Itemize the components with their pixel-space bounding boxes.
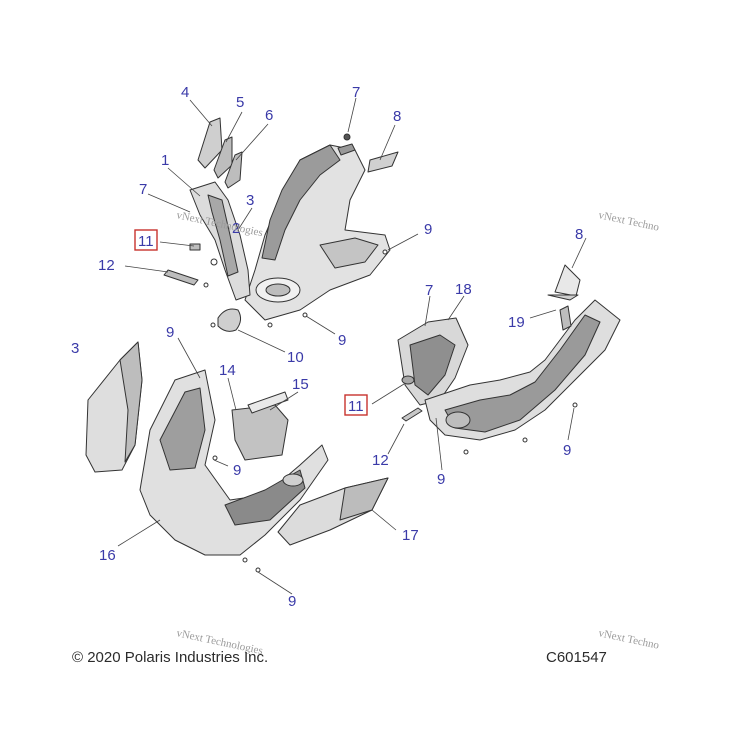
callout-9: 9 bbox=[166, 324, 174, 341]
highlight-box-11-right bbox=[344, 394, 368, 416]
callout-7: 7 bbox=[139, 181, 147, 198]
diagram-code: C601547 bbox=[546, 649, 607, 666]
callout-8: 8 bbox=[393, 108, 401, 125]
callout-11: 11 bbox=[138, 233, 154, 250]
callout-14: 14 bbox=[219, 362, 236, 379]
right-body-part bbox=[397, 264, 621, 455]
right-lower-panel bbox=[277, 477, 389, 546]
callout-8: 8 bbox=[575, 226, 583, 243]
callout-6: 6 bbox=[265, 107, 273, 124]
callout-11: 11 bbox=[348, 398, 364, 415]
callout-3: 3 bbox=[71, 340, 79, 357]
upper-body-part bbox=[189, 144, 391, 321]
callout-1: 1 bbox=[161, 152, 169, 169]
callout-18: 18 bbox=[455, 281, 472, 298]
lower-body-part bbox=[139, 369, 329, 573]
callout-12: 12 bbox=[372, 452, 389, 469]
copyright-notice: © 2020 Polaris Industries Inc. bbox=[72, 649, 268, 666]
callout-19: 19 bbox=[508, 314, 525, 331]
callout-17: 17 bbox=[402, 527, 419, 544]
callout-labels: 4 5 6 7 8 1 7 3 2 11 12 9 9 10 3 9 14 15… bbox=[71, 84, 583, 610]
callout-7: 7 bbox=[425, 282, 433, 299]
callout-9: 9 bbox=[288, 593, 296, 610]
callout-16: 16 bbox=[99, 547, 116, 564]
callout-7: 7 bbox=[352, 84, 360, 101]
left-side-panel bbox=[85, 341, 143, 473]
callout-9: 9 bbox=[424, 221, 432, 238]
small-panels bbox=[197, 117, 399, 189]
callout-9: 9 bbox=[437, 471, 445, 488]
callout-9: 9 bbox=[233, 462, 241, 479]
callout-10: 10 bbox=[287, 349, 304, 366]
callout-9: 9 bbox=[563, 442, 571, 459]
callout-9: 9 bbox=[338, 332, 346, 349]
callout-15: 15 bbox=[292, 376, 309, 393]
brackets-and-fasteners bbox=[163, 243, 388, 332]
watermark-text: vNext Techno bbox=[597, 209, 660, 234]
leader-lines bbox=[117, 97, 587, 595]
highlight-box-11-left bbox=[134, 229, 158, 251]
callout-5: 5 bbox=[236, 94, 244, 111]
callout-2: 2 bbox=[232, 220, 240, 237]
callout-12: 12 bbox=[98, 257, 115, 274]
callout-3: 3 bbox=[246, 192, 254, 209]
callout-4: 4 bbox=[181, 84, 189, 101]
